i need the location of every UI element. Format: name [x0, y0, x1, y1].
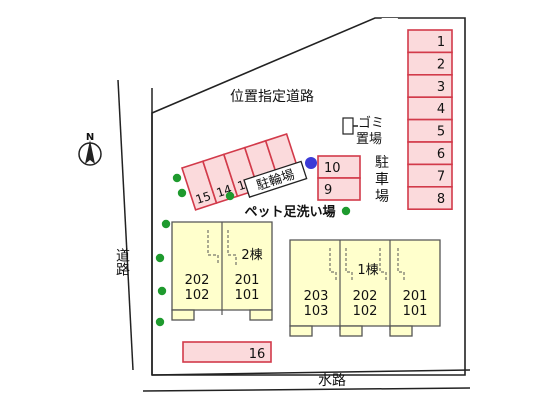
waterway-line-bottom [142, 387, 471, 392]
parking-slot-16-label: 16 [249, 347, 266, 362]
tree-icon [161, 219, 171, 229]
building-2-name: 2棟 [241, 248, 262, 263]
building-2-room-202: 202 [185, 273, 210, 288]
building-2-room-201: 201 [235, 273, 260, 288]
building-2: 2棟 202 102 201 101 [171, 221, 273, 321]
north-compass-icon: N [78, 132, 102, 166]
parking-label-line2: 車 [375, 171, 389, 188]
parking-slot-15-label: 15 [194, 189, 213, 207]
building-2-room-102: 102 [185, 288, 210, 303]
parking-slot-5-label: 5 [437, 125, 445, 140]
tree-icon [155, 253, 165, 263]
parking-slot-4-label: 4 [437, 102, 445, 117]
pet-wash-marker [305, 157, 317, 169]
garbage-label-line1: ゴミ [358, 115, 384, 131]
tree-icon [225, 191, 235, 201]
parking-middle-block: 109 [317, 155, 361, 201]
parking-slot-6-label: 6 [437, 147, 445, 162]
parking-slot-7 [407, 163, 453, 188]
parking-slot-16 [182, 341, 272, 363]
parking-slot-2 [407, 51, 453, 76]
parking-slot-8 [407, 186, 453, 211]
waterway-label: 水路 [318, 373, 346, 389]
pet-wash-label: ペット足洗い場 [244, 204, 335, 220]
building-1-room-201: 201 [403, 289, 428, 304]
parking-slot-1 [407, 29, 453, 54]
building-1-room-202: 202 [353, 289, 378, 304]
parking-slot-10-label: 10 [324, 161, 341, 176]
site-boundary-notch [325, 18, 398, 112]
parking-slot-4 [407, 96, 453, 121]
designated-road-label: 位置指定道路 [230, 89, 314, 105]
parking-slot-9-label: 9 [324, 183, 332, 198]
parking-slot-6 [407, 141, 453, 166]
parking-slot-8-label: 8 [437, 192, 445, 207]
tree-icon [157, 286, 167, 296]
north-label: N [86, 132, 94, 143]
parking-slot-2-label: 2 [437, 57, 445, 72]
parking-slot-1-label: 1 [437, 35, 445, 50]
waterway-line-top [151, 369, 471, 376]
building-1-name: 1棟 [357, 263, 378, 278]
tree-icon [172, 173, 182, 183]
building-1: 1棟 203 103 202 102 201 101 [289, 239, 441, 337]
building-1-room-103: 103 [304, 304, 329, 319]
garbage-area [342, 117, 354, 135]
building-1-room-101: 101 [403, 304, 428, 319]
parking-slot-9 [317, 177, 361, 201]
building-1-room-203: 203 [304, 289, 329, 304]
parking-slot-3-label: 3 [437, 80, 445, 95]
parking-slot-3 [407, 74, 453, 99]
road-line-left-outer [117, 79, 134, 371]
garbage-label-line2: 置場 [356, 132, 382, 147]
parking-label-line1: 駐 [375, 155, 389, 171]
parking-slot-7-label: 7 [437, 169, 445, 184]
road-label: 道路 [114, 248, 130, 276]
tree-icon [177, 188, 187, 198]
tree-icon [341, 206, 351, 216]
tree-icon [155, 317, 165, 327]
parking-right-column: 1 2 3 4 5 6 7 8 [407, 29, 453, 211]
tree-group [155, 173, 351, 327]
building-2-room-101: 101 [235, 288, 260, 303]
building-1-room-102: 102 [353, 304, 378, 319]
parking-slot-5 [407, 118, 453, 143]
parking-label-line3: 場 [375, 189, 389, 205]
